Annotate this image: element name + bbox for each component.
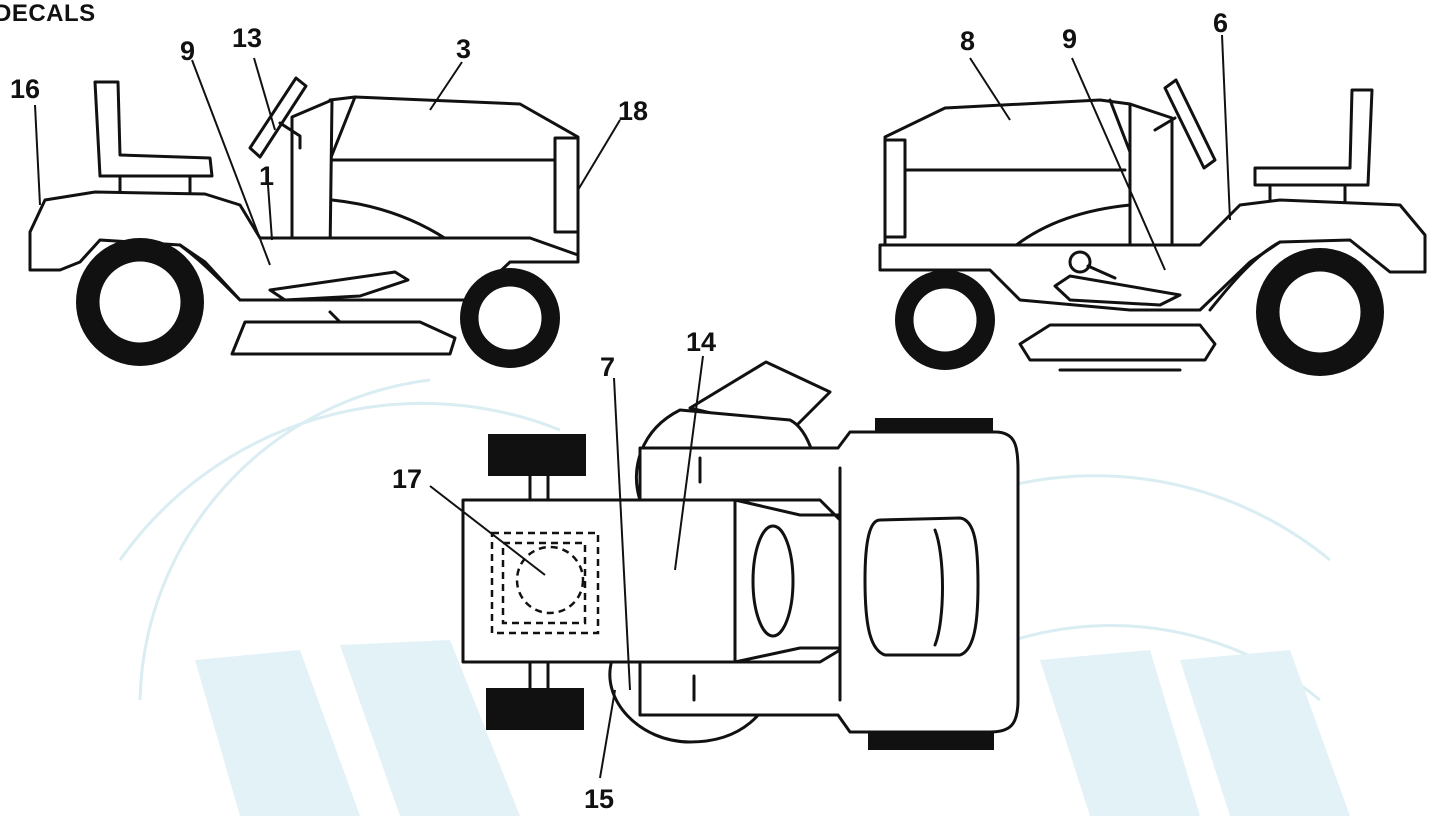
top-front-tire-upper (488, 434, 586, 476)
page-title: DECALS (0, 0, 96, 27)
callout-labels: 16 9 13 3 18 1 8 9 6 14 7 17 15 (10, 8, 1228, 814)
callout-9-right: 9 (1062, 24, 1077, 54)
callout-17: 17 (392, 464, 422, 494)
callout-9-left: 9 (180, 36, 195, 66)
left-side-view (28, 57, 621, 368)
callout-7: 7 (600, 352, 615, 382)
callout-18: 18 (618, 96, 648, 126)
right-side-view (878, 34, 1427, 376)
callout-13: 13 (232, 23, 262, 53)
top-front-tire-lower (486, 688, 584, 730)
callout-16: 16 (10, 74, 40, 104)
callout-15: 15 (584, 784, 614, 814)
top-view (429, 355, 1020, 779)
callout-8: 8 (960, 26, 975, 56)
callout-6: 6 (1213, 8, 1228, 38)
callout-3: 3 (456, 34, 471, 64)
callout-14: 14 (686, 327, 716, 357)
callout-1: 1 (259, 161, 274, 191)
